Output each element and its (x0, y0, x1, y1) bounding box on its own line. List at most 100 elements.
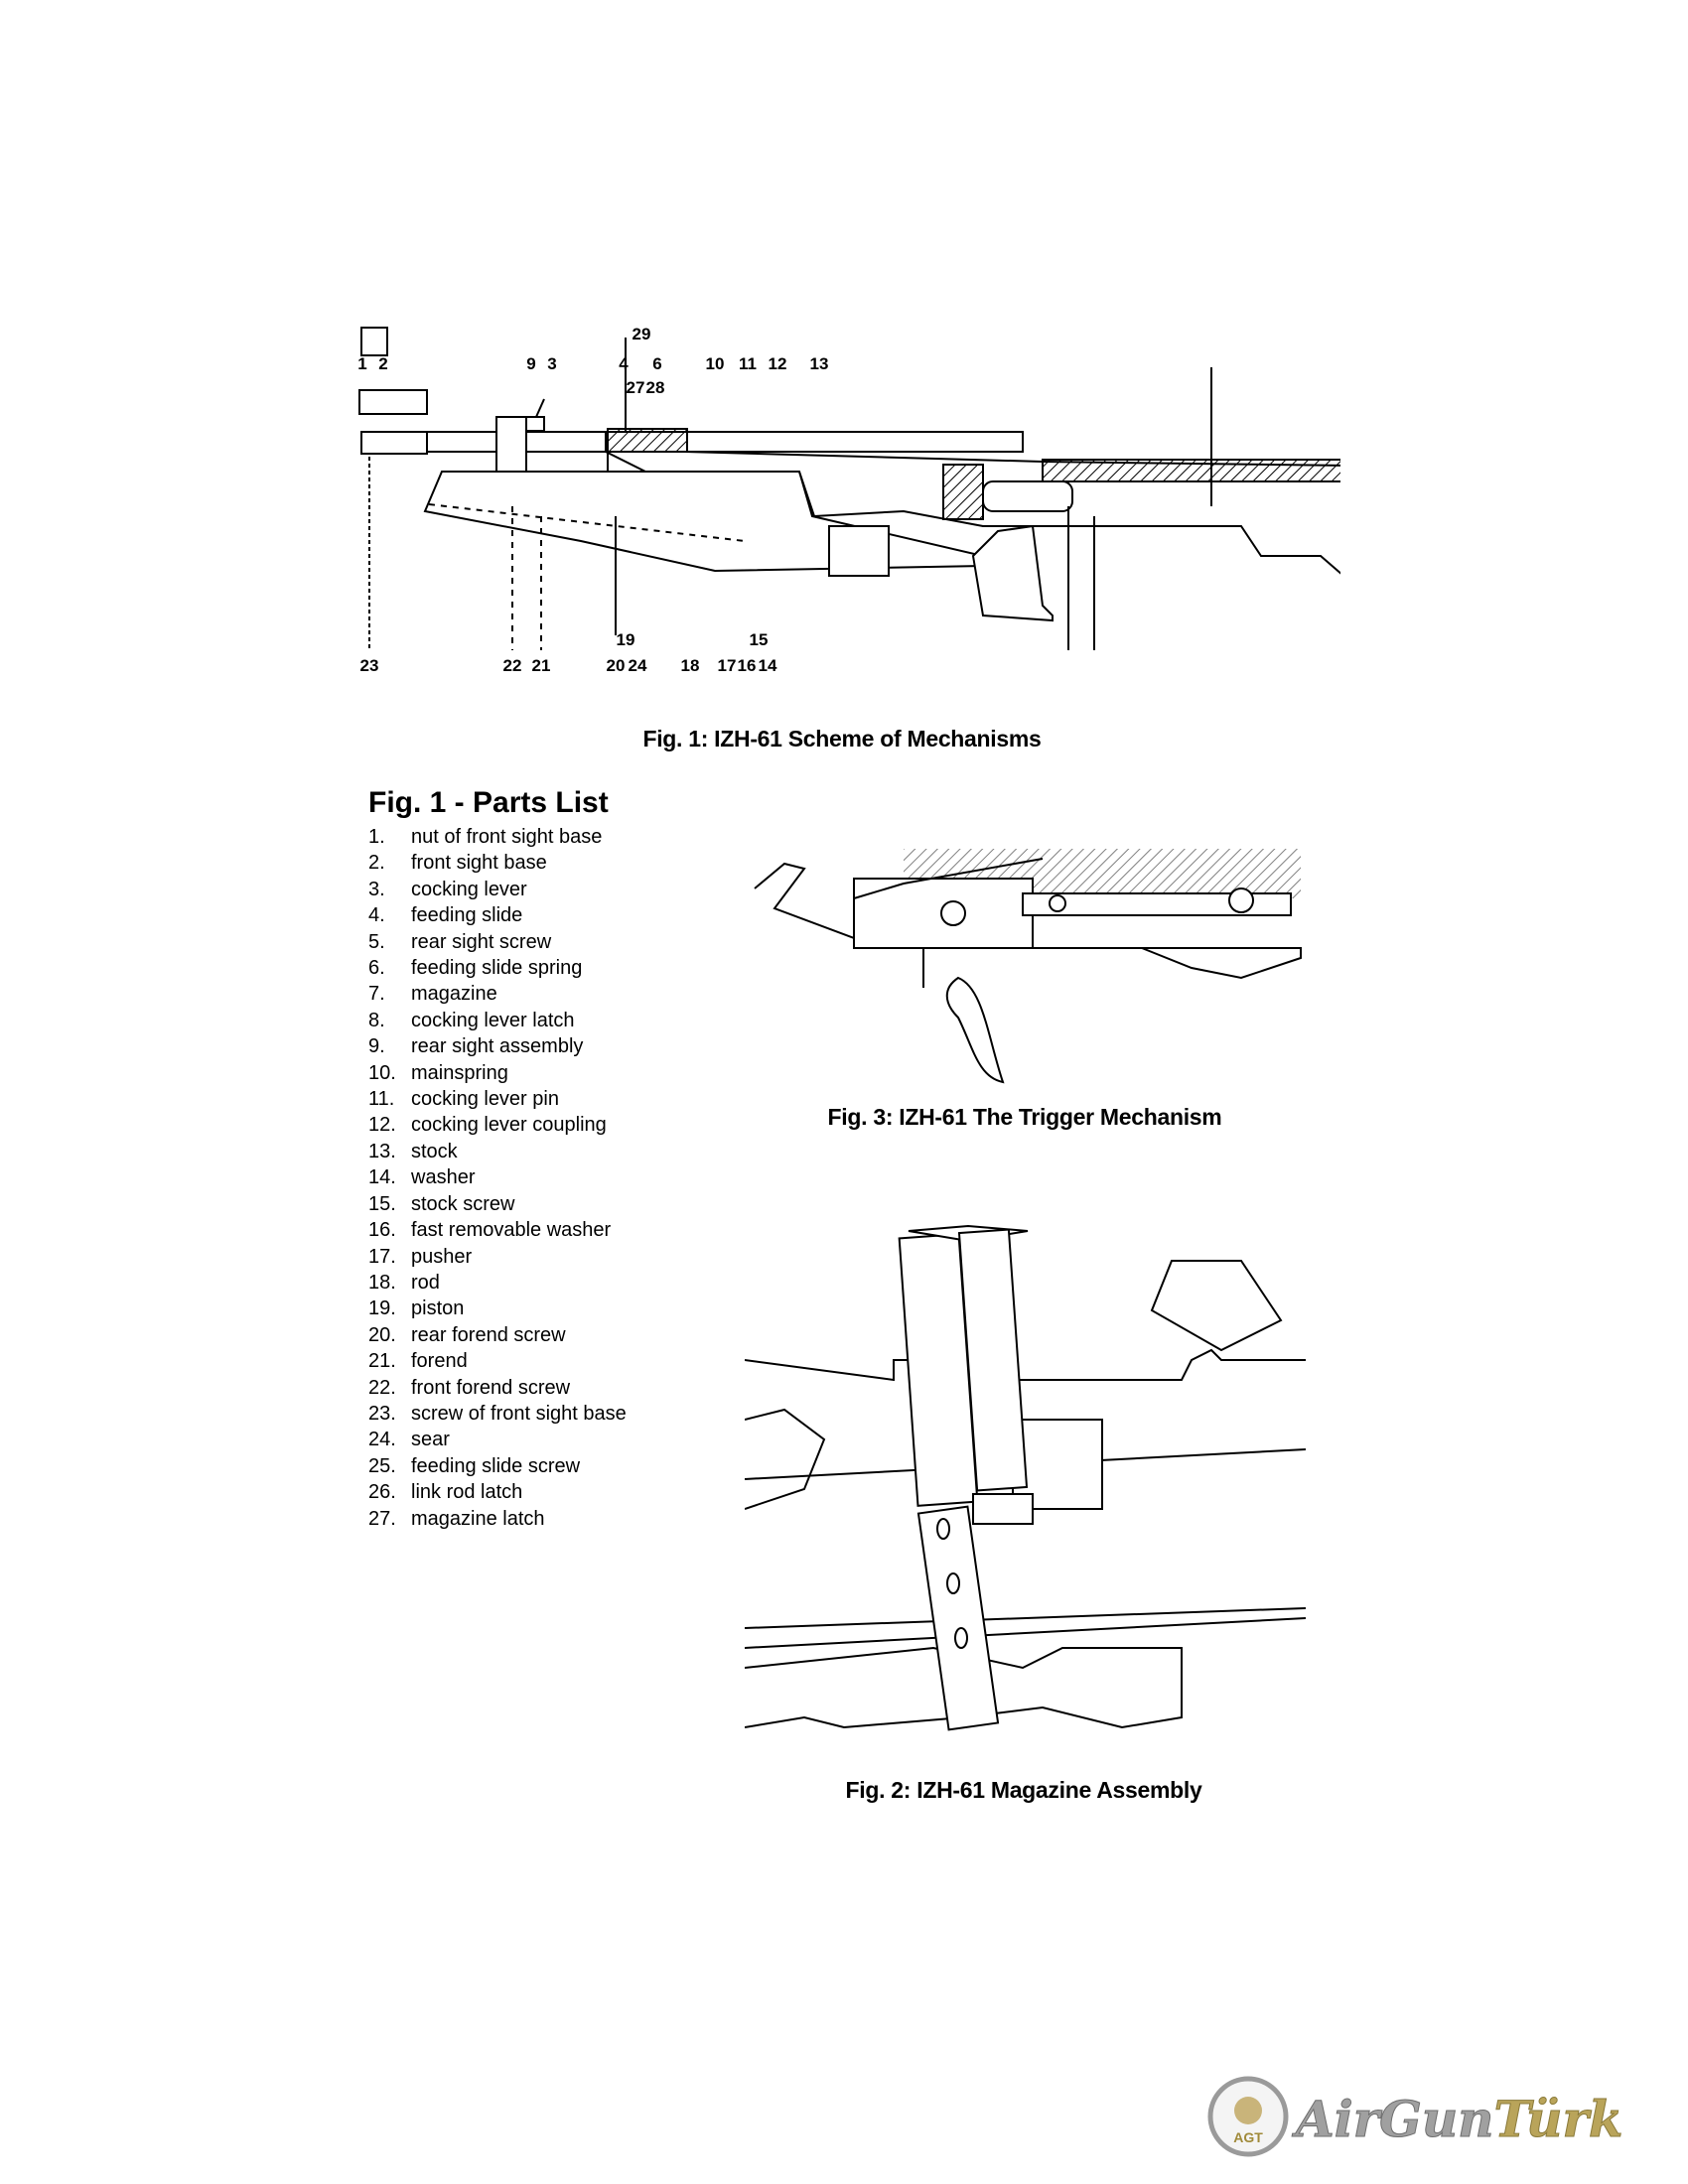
label-28: 28 (646, 378, 665, 397)
parts-list-item: 13. stock (368, 1139, 627, 1164)
part-number: 21. (368, 1350, 396, 1373)
part-name: rear sight screw (411, 930, 552, 953)
part-name: feeding slide (411, 904, 523, 927)
part-name: fast removable washer (411, 1219, 612, 1242)
part-number: 20. (368, 1323, 396, 1346)
parts-list-item: 19. piston (368, 1296, 627, 1321)
trigger (945, 976, 1005, 1084)
parts-list-item: 11. cocking lever pin (368, 1086, 627, 1112)
part-name: pusher (411, 1245, 473, 1268)
part-number: 4. (368, 904, 385, 927)
parts-list-item: 18.rod (368, 1270, 627, 1296)
parts-list-item: 2.front sight base (368, 850, 627, 876)
piston (982, 480, 1073, 512)
label-24: 24 (629, 656, 647, 675)
label-9: 9 (526, 354, 535, 373)
parts-list-item: 1.nut of front sight base (368, 824, 627, 850)
part-number: 7. (368, 983, 385, 1006)
figure-3-trigger-mechanism (754, 849, 1302, 1084)
part-number: 3. (368, 878, 385, 900)
figure-1-rifle-scheme: 1 2 9 3 4 27 28 29 6 10 11 12 13 23 22 2… (357, 325, 1340, 675)
part-number: 11. (368, 1088, 395, 1111)
label-12: 12 (769, 354, 787, 373)
label-18: 18 (681, 656, 700, 675)
muzzle (358, 389, 428, 415)
parts-list-item: 6.feeding slide spring (368, 955, 627, 981)
parts-list-item: 23. screw of front sight base (368, 1401, 627, 1427)
figure-2-magazine-assembly (745, 1224, 1306, 1731)
part-number: 25. (368, 1454, 396, 1477)
part-number: 5. (368, 930, 385, 953)
label-21: 21 (532, 656, 551, 675)
part-number: 23. (368, 1402, 396, 1425)
parts-list-item: 5. rear sight screw (368, 929, 627, 955)
feeding-slide (607, 428, 688, 454)
part-name: cocking lever coupling (411, 1114, 607, 1137)
parts-list-item: 8. cocking lever latch (368, 1008, 627, 1033)
parts-list-item: 4. feeding slide (368, 902, 627, 928)
label-11: 11 (739, 354, 757, 373)
leader-lines (368, 338, 1212, 650)
part-name: screw of front sight base (411, 1402, 627, 1425)
part-number: 10. (368, 1061, 396, 1084)
part-name: cocking lever latch (411, 1009, 575, 1031)
parts-list-item: 22.front forend screw (368, 1375, 627, 1401)
part-name: forend (411, 1350, 468, 1373)
part-number: 9. (368, 1035, 385, 1058)
parts-list-item: 17.pusher (368, 1244, 627, 1270)
parts-list-item: 14.washer (368, 1164, 627, 1190)
logo-badge-text: AGT (1233, 2129, 1263, 2145)
pistol-grip (971, 524, 1054, 622)
part-number: 16. (368, 1219, 396, 1242)
part-number: 27. (368, 1507, 396, 1530)
label-4: 4 (619, 354, 629, 373)
parts-list-title: Fig. 1 - Parts List (368, 786, 609, 819)
parts-list-item: 26.link rod latch (368, 1479, 627, 1505)
parts-list-item: 16. fast removable washer (368, 1217, 627, 1243)
label-14: 14 (759, 656, 777, 675)
parts-list-item: 10.mainspring (368, 1060, 627, 1086)
airgunturk-logo: AGT AirGunTürk (1206, 2075, 1663, 2159)
pin-icon (940, 900, 966, 926)
part-name: magazine (411, 983, 497, 1006)
parts-list-item: 20. rear forend screw (368, 1322, 627, 1348)
magazine-lower (916, 1505, 1000, 1731)
part-number: 8. (368, 1009, 385, 1031)
label-22: 22 (503, 656, 522, 675)
parts-list-item: 25. feeding slide screw (368, 1453, 627, 1479)
trigger-bar (1022, 892, 1292, 916)
part-number: 2. (368, 852, 385, 875)
part-name: rear forend screw (411, 1323, 566, 1346)
figure-3-caption: Fig. 3: IZH-61 The Trigger Mechanism (827, 1104, 1222, 1130)
trigger-guard (828, 525, 890, 577)
part-number: 26. (368, 1481, 396, 1504)
part-name: feeding slide screw (411, 1454, 581, 1477)
part-name: stock screw (411, 1192, 515, 1215)
label-16: 16 (738, 656, 757, 675)
part-name: feeding slide spring (411, 957, 583, 980)
part-name: rod (411, 1271, 440, 1294)
part-name: piston (411, 1297, 465, 1320)
part-number: 13. (368, 1140, 396, 1162)
label-15: 15 (750, 630, 769, 649)
figure-2-caption: Fig. 2: IZH-61 Magazine Assembly (845, 1777, 1202, 1803)
label-3: 3 (547, 354, 556, 373)
part-number: 19. (368, 1297, 396, 1320)
label-20: 20 (607, 656, 626, 675)
label-19: 19 (617, 630, 635, 649)
part-name: cocking lever pin (411, 1088, 559, 1111)
part-name: sear (411, 1429, 450, 1451)
label-1: 1 (357, 354, 366, 373)
part-name: front forend screw (411, 1376, 571, 1399)
parts-list-item: 21. forend (368, 1348, 627, 1374)
label-10: 10 (706, 354, 725, 373)
parts-list-item: 3.cocking lever (368, 877, 627, 902)
part-number: 15. (368, 1192, 396, 1215)
figure-1-caption: Fig. 1: IZH-61 Scheme of Mechanisms (642, 726, 1042, 751)
label-27: 27 (627, 378, 645, 397)
part-name: stock (411, 1140, 458, 1162)
magazine-latch (972, 1493, 1034, 1525)
front-sight (360, 327, 388, 356)
stock-hatch (1042, 459, 1340, 482)
